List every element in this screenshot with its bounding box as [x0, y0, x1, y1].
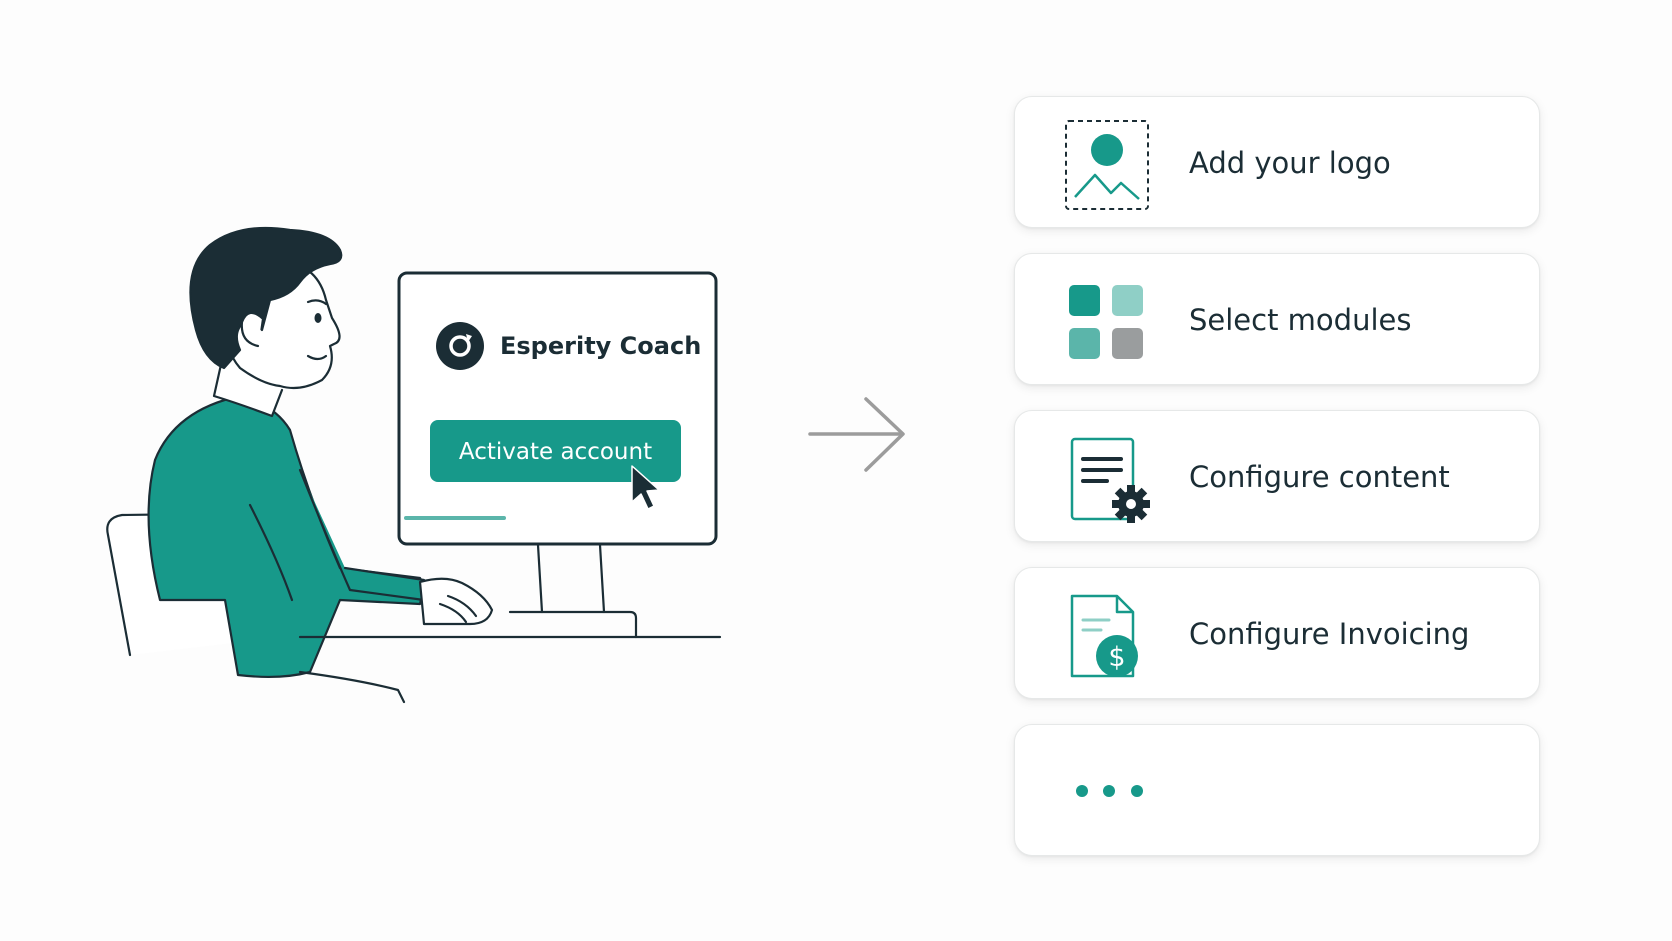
- step-label-configure-invoicing: Configure Invoicing: [1189, 617, 1470, 651]
- step-label-configure-content: Configure content: [1189, 460, 1450, 494]
- finger-lines: [438, 594, 478, 624]
- neck: [212, 358, 284, 418]
- svg-text:$: $: [1108, 642, 1125, 673]
- sweater-body: [147, 394, 424, 678]
- eye: [314, 313, 322, 323]
- keyboard: [508, 610, 638, 639]
- step-label-select-modules: Select modules: [1189, 303, 1412, 337]
- hair: [189, 226, 343, 370]
- image-placeholder-icon: [1065, 120, 1149, 210]
- smile: [306, 354, 328, 361]
- step-card-more[interactable]: [1014, 724, 1540, 856]
- ear: [240, 311, 264, 348]
- modules-grid-icon: [1069, 285, 1143, 359]
- front-arm: [298, 468, 426, 602]
- loading-progress-fill: [404, 516, 506, 520]
- person-at-computer-illustration: [106, 226, 722, 704]
- arrow-right-icon: [808, 397, 905, 472]
- monitor-stand: [536, 543, 606, 614]
- document-gear-icon: [1070, 437, 1150, 523]
- monitor: Esperity Coach Activate account: [397, 271, 718, 546]
- more-dots-icon: [1076, 785, 1143, 797]
- step-label-add-logo: Add your logo: [1189, 146, 1391, 180]
- hand: [418, 577, 494, 626]
- activate-account-button[interactable]: Activate account: [430, 420, 681, 482]
- loading-progress-track: [404, 516, 712, 520]
- activate-account-label: Activate account: [459, 439, 652, 465]
- brand-logo: [436, 322, 484, 370]
- step-card-configure-content[interactable]: Configure content: [1014, 410, 1540, 542]
- step-card-select-modules[interactable]: Select modules: [1014, 253, 1540, 385]
- step-card-add-logo[interactable]: Add your logo: [1014, 96, 1540, 228]
- invoice-dollar-icon: $: [1070, 594, 1138, 678]
- eyebrow: [306, 299, 328, 306]
- refresh-ring-icon: [436, 322, 484, 370]
- mouse-pointer-icon: [631, 465, 660, 510]
- sleeve-line: [248, 503, 294, 602]
- chair-seat: [298, 670, 406, 704]
- step-card-configure-invoicing[interactable]: $ Configure Invoicing: [1014, 567, 1540, 699]
- brand-name: Esperity Coach: [500, 332, 701, 360]
- monitor-bezel-inner: [405, 279, 710, 538]
